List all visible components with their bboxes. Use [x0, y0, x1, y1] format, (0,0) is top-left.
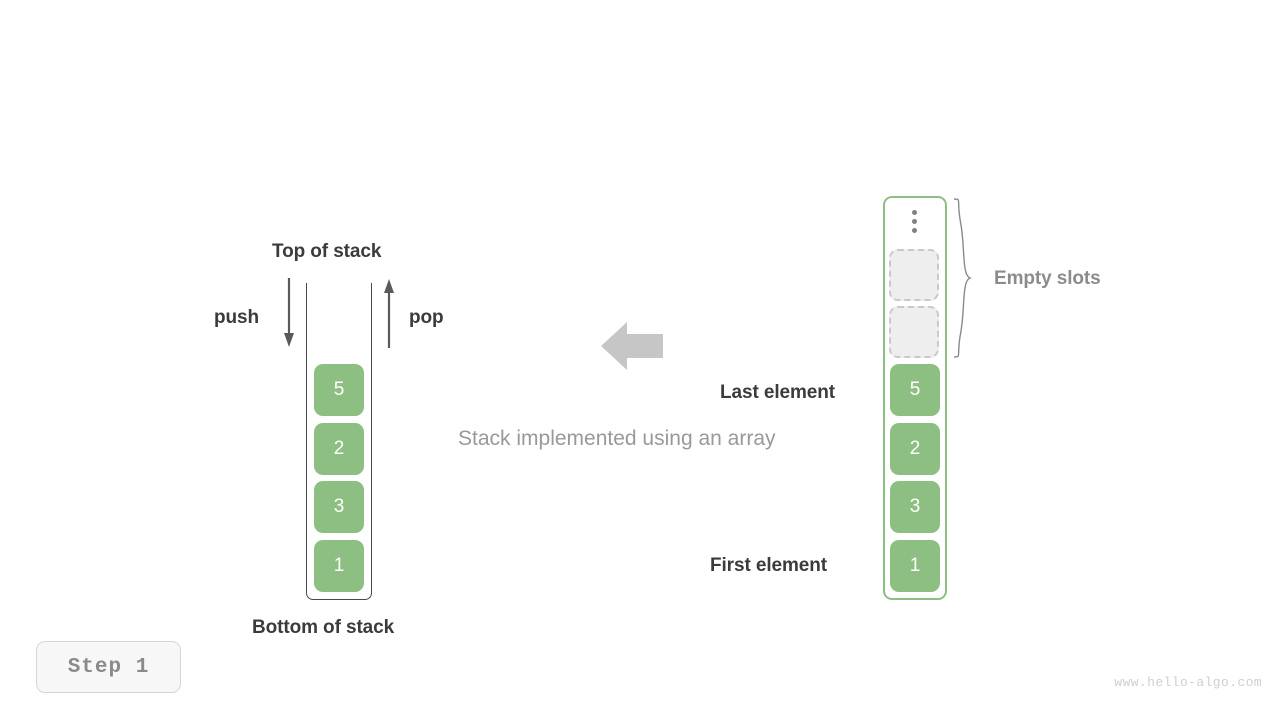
last-element-label: Last element	[720, 382, 835, 403]
stack-cell: 5	[314, 364, 364, 416]
arrow-up-icon	[384, 279, 394, 348]
array-cell: 3	[890, 481, 940, 533]
array-empty-slot	[889, 306, 939, 358]
arrow-down-icon	[284, 278, 294, 347]
pop-label: pop	[409, 307, 444, 328]
array-cell: 1	[890, 540, 940, 592]
curly-brace-icon	[953, 198, 972, 358]
watermark: www.hello-algo.com	[1114, 675, 1262, 690]
stack-diagram: Top of stack push pop 5 2 3 1 Bottom of …	[214, 241, 444, 638]
top-of-stack-label: Top of stack	[272, 241, 382, 262]
vertical-ellipsis-icon	[909, 210, 919, 238]
arrow-left-icon	[601, 322, 663, 370]
bottom-of-stack-label: Bottom of stack	[252, 617, 395, 638]
array-cell: 5	[890, 364, 940, 416]
push-label: push	[214, 307, 259, 328]
empty-slots-label: Empty slots	[994, 268, 1101, 289]
stack-cell: 3	[314, 481, 364, 533]
array-empty-slot	[889, 249, 939, 301]
stack-container-frame	[306, 283, 372, 600]
diagram-caption: Stack implemented using an array	[458, 427, 776, 450]
stack-cell: 1	[314, 540, 364, 592]
first-element-label: First element	[710, 555, 827, 576]
array-cell: 2	[890, 423, 940, 475]
stack-cell: 2	[314, 423, 364, 475]
step-badge: Step 1	[36, 641, 181, 693]
